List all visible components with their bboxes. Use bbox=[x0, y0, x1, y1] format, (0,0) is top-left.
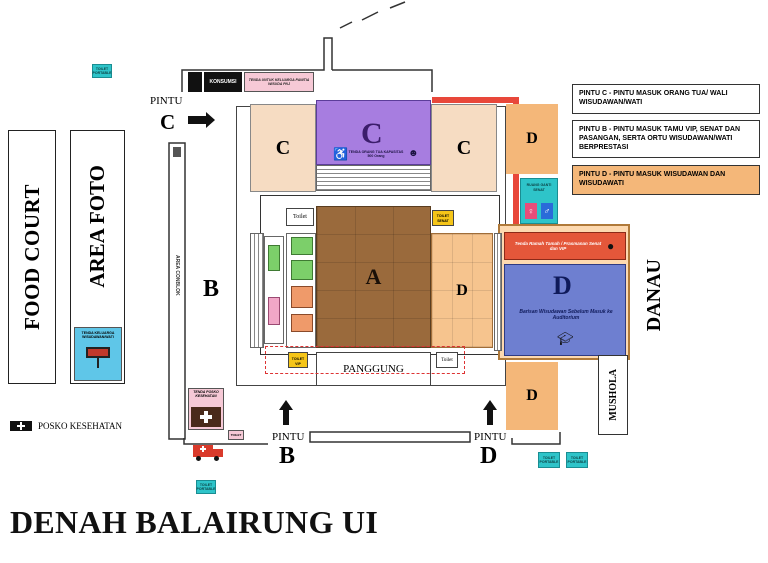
baby-icon: ☻ bbox=[408, 148, 419, 159]
ruang-ganti-senat: RUANG GANTI SENAT ♀ ♂ bbox=[520, 178, 558, 224]
zone-c-center: C ♿ ☻ TENDA ORANG TUA KAPASITAS 500 Oran… bbox=[316, 100, 431, 165]
posko-cross-icon bbox=[191, 407, 221, 427]
page-title: DENAH BALAIRUNG UI bbox=[10, 504, 379, 540]
zone-d-big: D Barisan Wisudawan Sebelum Masuk ke Aud… bbox=[504, 264, 626, 356]
toilet-portable-bottom-left: TOILET PORTABLE bbox=[196, 480, 216, 494]
dining-icon: ● bbox=[607, 239, 615, 253]
health-cross-icon bbox=[10, 421, 32, 431]
panggung: PANGGUNG bbox=[316, 352, 431, 386]
zone-d-center: D bbox=[431, 233, 493, 348]
vip-block-4 bbox=[291, 314, 313, 332]
toilet-portable-bottom-2: TOILET PORTABLE bbox=[566, 452, 588, 468]
panggung-dashed bbox=[265, 346, 465, 374]
toilet-portable-top: TOILET PORTABLE bbox=[92, 64, 112, 78]
tent-posko-kesehatan: TENDA POSKO KESEHATAN bbox=[188, 388, 224, 430]
vip-block-3 bbox=[291, 286, 313, 308]
area-foto: AREA FOTO TENDA KELUARGA WISUDAWAN/WATI bbox=[70, 130, 125, 384]
ambulance-icon bbox=[193, 445, 223, 461]
conblok-marker bbox=[173, 147, 181, 157]
zone-b-label: B bbox=[203, 276, 220, 302]
konsumsi-block bbox=[188, 72, 202, 92]
tent-keluarga-wisudawan: TENDA KELUARGA WISUDAWAN/WATI bbox=[74, 327, 122, 381]
toilet-right: Toilet bbox=[436, 352, 458, 368]
zone-d-right-top: D bbox=[506, 104, 558, 174]
pintu-c-letter: C bbox=[160, 110, 176, 134]
konsumsi-label: KONSUMSI bbox=[204, 72, 242, 92]
vip-block-2 bbox=[291, 260, 313, 280]
d-stairs bbox=[494, 233, 502, 351]
mushola: MUSHOLA bbox=[598, 355, 628, 435]
legend-pintu-b: PINTU B - PINTU MASUK TAMU VIP, SENAT DA… bbox=[572, 120, 760, 158]
pintu-b-word: PINTU bbox=[272, 431, 305, 443]
area-conblok: AREA CONBLOK bbox=[174, 254, 180, 296]
toilet-portable-bottom-1: TOILET PORTABLE bbox=[538, 452, 560, 468]
zone-a: A bbox=[316, 206, 431, 348]
pintu-b-letter: B bbox=[279, 443, 296, 469]
legend-pintu-d: PINTU D - PINTU MASUK WISUDAWAN DAN WISU… bbox=[572, 165, 760, 195]
toilet-left: Toilet bbox=[286, 208, 314, 226]
photo-booth-icon bbox=[86, 347, 110, 358]
danau: DANAU bbox=[642, 258, 665, 332]
vip-seating bbox=[286, 233, 316, 348]
vip-block-1 bbox=[291, 237, 313, 255]
pintu-c-word: PINTU bbox=[150, 95, 183, 107]
toilet-senat: TOILET SENAT bbox=[432, 210, 454, 226]
tent-ramah-tamah: Tenda Ramah Tamah / Prasmanan Senat dan … bbox=[504, 232, 626, 260]
pintu-d-letter: D bbox=[480, 443, 498, 469]
west-stage-steps bbox=[250, 233, 264, 348]
zone-c-left: C bbox=[250, 104, 316, 192]
zone-d-bottom: D bbox=[506, 362, 558, 430]
graduation-cap-icon: 🎓︎ bbox=[557, 331, 574, 346]
tribune-steps bbox=[316, 165, 431, 191]
pintu-d-word: PINTU bbox=[474, 431, 507, 443]
person-icon-male: ♂ bbox=[541, 203, 553, 219]
legend-pintu-c: PINTU C - PINTU MASUK ORANG TUA/ WALI WI… bbox=[572, 84, 760, 114]
zone-c-right: C bbox=[431, 104, 497, 192]
wheelchair-icon: ♿ bbox=[333, 147, 348, 161]
west-seating bbox=[264, 236, 284, 344]
toilet-vip: TOILET VIP bbox=[288, 352, 308, 368]
toilet-small: TOILET bbox=[228, 430, 244, 440]
person-icon-female: ♀ bbox=[525, 203, 537, 219]
food-court: FOOD COURT bbox=[8, 130, 56, 384]
tent-keluarga-panitia: TENDA UNTUK KELUARGA PANITIA WISUDA PNJ bbox=[244, 72, 314, 92]
posko-kesehatan-legend: POSKO KESEHATAN bbox=[10, 419, 170, 433]
